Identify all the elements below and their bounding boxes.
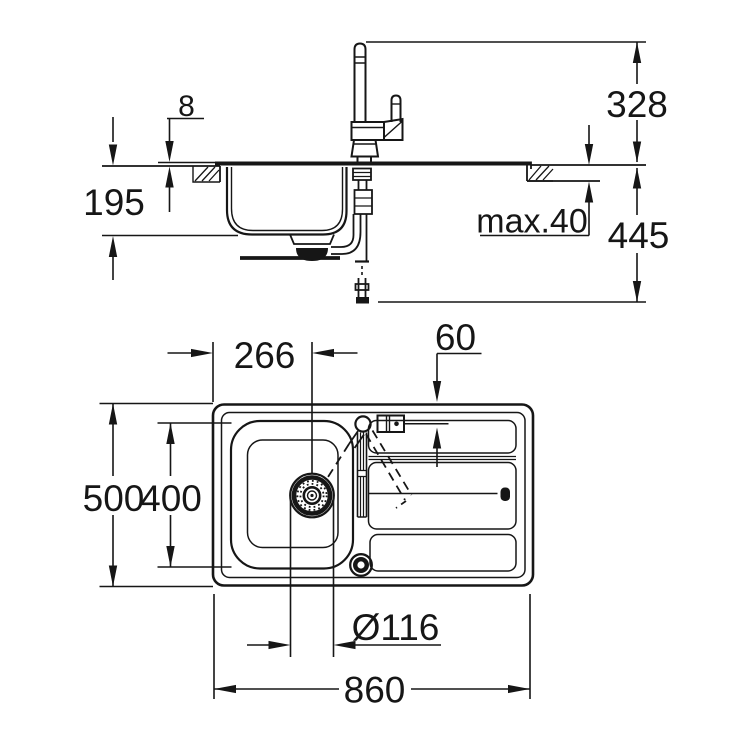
faucet-lever-plan bbox=[376, 414, 405, 433]
dim-max40-label: max.40 bbox=[476, 203, 588, 241]
dimension-8 bbox=[165, 118, 174, 212]
countertop-section bbox=[102, 164, 646, 183]
dimension-400 bbox=[157, 422, 232, 568]
dimension-500 bbox=[99, 402, 213, 588]
faucet-side bbox=[350, 42, 404, 162]
strainer-plan bbox=[289, 472, 335, 519]
dim-diameter-label: Ø116 bbox=[352, 607, 440, 648]
faucet-lever-side bbox=[390, 94, 402, 122]
dimension-860 bbox=[213, 594, 531, 699]
dimension-266 bbox=[167, 342, 358, 473]
bowl-bottom-plan bbox=[246, 439, 339, 549]
side-view bbox=[102, 41, 646, 304]
dimension-max40 bbox=[480, 125, 594, 237]
dim-195-label: 195 bbox=[83, 182, 145, 223]
divider-strip-plan bbox=[356, 432, 368, 518]
drain-assembly bbox=[240, 234, 340, 261]
dim-328-label: 328 bbox=[606, 84, 668, 125]
bowl-plan bbox=[229, 419, 355, 570]
dimension-116 bbox=[247, 497, 441, 657]
dim-860-label: 860 bbox=[344, 670, 406, 711]
hatch-left bbox=[194, 166, 220, 182]
sink-inner-rim-plan bbox=[220, 411, 526, 579]
overflow-plan bbox=[349, 553, 373, 577]
side-extension-lines bbox=[102, 41, 646, 303]
dim-266-label: 266 bbox=[234, 335, 296, 376]
drainboard-plan bbox=[367, 419, 517, 572]
dimension-328-445 bbox=[632, 42, 642, 302]
drain-outlet-stub bbox=[354, 278, 370, 297]
dim-60-label: 60 bbox=[435, 317, 476, 358]
dim-rim-height-label: 8 bbox=[178, 90, 195, 123]
dimension-60 bbox=[432, 352, 482, 467]
dimension-195 bbox=[108, 117, 118, 280]
dim-400-label: 400 bbox=[140, 478, 202, 519]
dim-500-label: 500 bbox=[83, 478, 145, 519]
plan-view bbox=[99, 342, 535, 699]
dim-445-label: 445 bbox=[608, 215, 670, 256]
sink-outline-plan bbox=[211, 403, 535, 587]
faucet-underdeck-assembly bbox=[331, 167, 373, 304]
bowl-section bbox=[225, 167, 348, 236]
hatch-right bbox=[528, 165, 554, 181]
